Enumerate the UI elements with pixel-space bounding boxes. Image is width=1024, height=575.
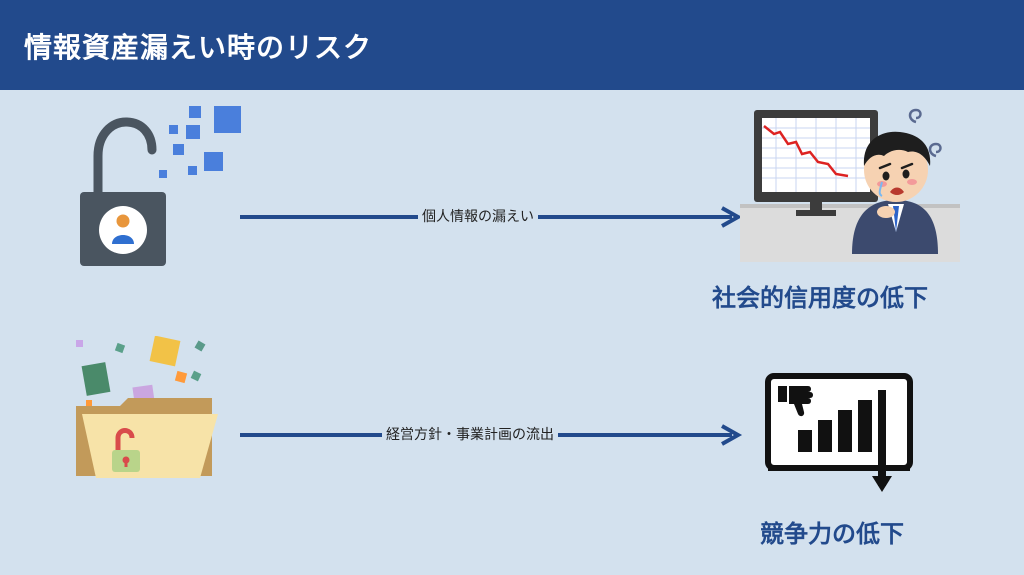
arrow-label-1: 個人情報の漏えい [418, 208, 538, 226]
thumbs-down-icon [778, 386, 813, 417]
leaking-folder-icon [76, 336, 218, 478]
thumbs-down-declining-chart-icon [765, 373, 913, 492]
stressed-businessman-falling-chart-icon [740, 108, 960, 262]
unlocked-padlock-icon [80, 106, 241, 266]
page-header: 情報資産漏えい時のリスク [0, 0, 1024, 90]
page-title: 情報資産漏えい時のリスク [24, 31, 373, 64]
result-label-1: 社会的信用度の低下 [712, 284, 928, 312]
result-label-2: 競争力の低下 [760, 520, 904, 548]
arrow-label-2: 経営方針・事業計画の流出 [382, 426, 558, 444]
